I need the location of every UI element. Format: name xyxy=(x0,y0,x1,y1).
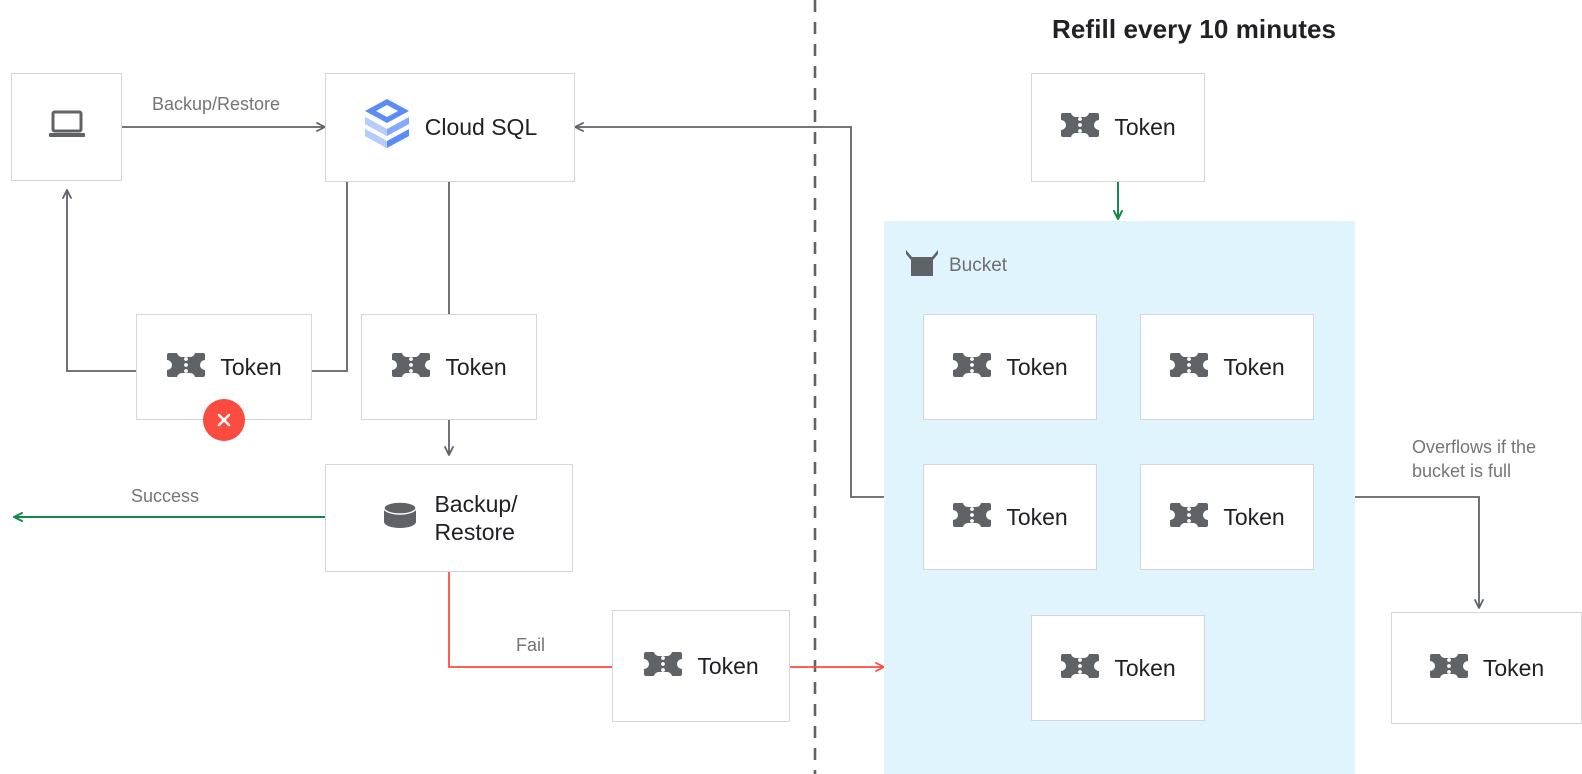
bucket-token-2[interactable]: Token xyxy=(1140,314,1314,420)
node-token-overflow-label: Token xyxy=(1482,654,1545,681)
bucket-token-1[interactable]: Token xyxy=(923,314,1097,420)
edge-label-success: Success xyxy=(131,486,200,506)
token-icon xyxy=(952,500,992,535)
node-token-failed-label: Token xyxy=(220,353,282,380)
bucket-token-4[interactable]: Token xyxy=(1140,464,1314,570)
bucket-token-3-label: Token xyxy=(1006,503,1068,530)
token-icon xyxy=(1060,651,1100,686)
bucket-token-5-label: Token xyxy=(1114,654,1176,681)
bucket-label: Bucket xyxy=(949,254,1008,276)
node-token-refill-label: Token xyxy=(1114,114,1176,141)
node-token-consumed[interactable]: Token xyxy=(361,314,537,420)
edge-bucket-to-cloudsql xyxy=(574,122,884,498)
token-icon xyxy=(643,649,683,684)
bucket-token-2-label: Token xyxy=(1223,353,1285,380)
bucket-header: Bucket xyxy=(905,248,1007,283)
edge-bucket-overflow xyxy=(1355,496,1484,609)
node-token-consumed-label: Token xyxy=(445,353,507,380)
token-icon xyxy=(1169,500,1209,535)
error-x-icon xyxy=(203,399,245,441)
node-cloud-sql-label: Cloud SQL xyxy=(424,114,538,141)
database-icon xyxy=(380,499,420,538)
node-backup-restore-label: Backup/ Restore xyxy=(434,490,518,545)
laptop-icon xyxy=(47,108,87,147)
node-client[interactable] xyxy=(11,73,122,181)
node-token-fail-out[interactable]: Token xyxy=(612,610,790,722)
node-cloud-sql[interactable]: Cloud SQL xyxy=(325,73,575,182)
token-icon xyxy=(1169,350,1209,385)
token-icon xyxy=(166,350,206,385)
bucket-token-4-label: Token xyxy=(1223,503,1285,530)
edge-label-fail: Fail xyxy=(516,635,546,655)
page-title: Refill every 10 minutes xyxy=(1052,14,1337,44)
token-icon xyxy=(1060,110,1100,145)
edge-label-overflow: Overflows if the bucket is full xyxy=(1412,437,1537,481)
node-backup-restore[interactable]: Backup/ Restore xyxy=(325,464,573,572)
cloud-sql-icon xyxy=(363,97,411,158)
bucket-token-1-label: Token xyxy=(1006,353,1068,380)
token-icon xyxy=(391,350,431,385)
node-token-fail-out-label: Token xyxy=(697,652,759,679)
token-icon xyxy=(1429,651,1469,686)
node-token-overflow[interactable]: Token xyxy=(1391,612,1582,724)
bucket-icon xyxy=(905,248,939,283)
token-icon xyxy=(952,350,992,385)
bucket-token-3[interactable]: Token xyxy=(923,464,1097,570)
edge-label-backup-restore: Backup/Restore xyxy=(152,94,281,114)
node-token-refill[interactable]: Token xyxy=(1031,73,1205,182)
bucket-token-5[interactable]: Token xyxy=(1031,615,1205,721)
